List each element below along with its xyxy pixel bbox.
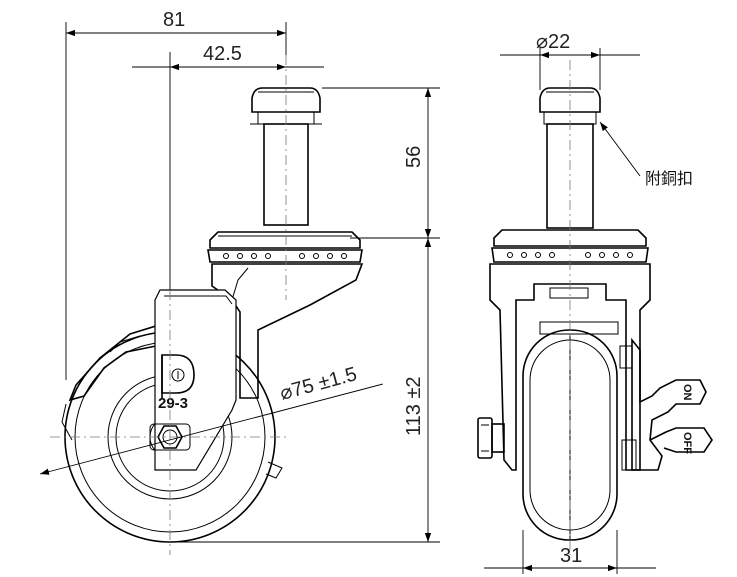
dim-offset: 42.5: [132, 43, 324, 290]
dim-overall-width-label: 81: [163, 9, 185, 31]
front-stem-cap: [539, 87, 601, 113]
brake-guard: [68, 324, 157, 402]
swivel-fork-inner: [231, 267, 249, 301]
maker-mark-code: 29-3: [158, 395, 188, 412]
dim-overall-height-label: 113 ±2: [403, 376, 425, 436]
copper-fitting-callout: 附銅扣: [599, 121, 693, 188]
maker-mark-logo: [161, 354, 195, 398]
dim-wheel-width-label: 31: [560, 545, 582, 567]
dim-stem-diameter: ⌀22: [500, 31, 640, 90]
dim-overall-width: 81: [65, 9, 287, 380]
brake-off-label: OFF: [681, 432, 693, 454]
dim-wheel-width: 31: [484, 530, 656, 574]
dim-overall-height: 113 ±2: [170, 238, 440, 543]
front-view: ON OFF: [477, 60, 713, 555]
bearing-ring: [207, 249, 363, 263]
front-bearing-ring: [491, 247, 649, 263]
dim-stem-height-label: 56: [403, 146, 425, 168]
copper-fitting-label: 附銅扣: [645, 169, 693, 188]
brake-on-label: ON: [681, 384, 693, 401]
wheel-diameter-leader: [39, 383, 384, 475]
bearing-balls: [223, 253, 347, 259]
front-axle-bolt: [477, 417, 505, 459]
front-bearing-balls: [507, 252, 633, 258]
wheel-diameter-label: ⌀75 ±1.5: [278, 363, 360, 405]
side-view: 29-3 ⌀75 ±1.5: [39, 55, 384, 555]
front-top-plate: [493, 229, 647, 247]
top-plate: [209, 231, 361, 249]
dim-stem-height: 56: [322, 87, 440, 239]
brake-pedal: [619, 337, 713, 471]
dim-stem-diameter-label: ⌀22: [536, 31, 570, 53]
dim-offset-label: 42.5: [203, 43, 242, 65]
fork-leg-plate: [154, 289, 237, 471]
stem-cap: [251, 87, 321, 113]
